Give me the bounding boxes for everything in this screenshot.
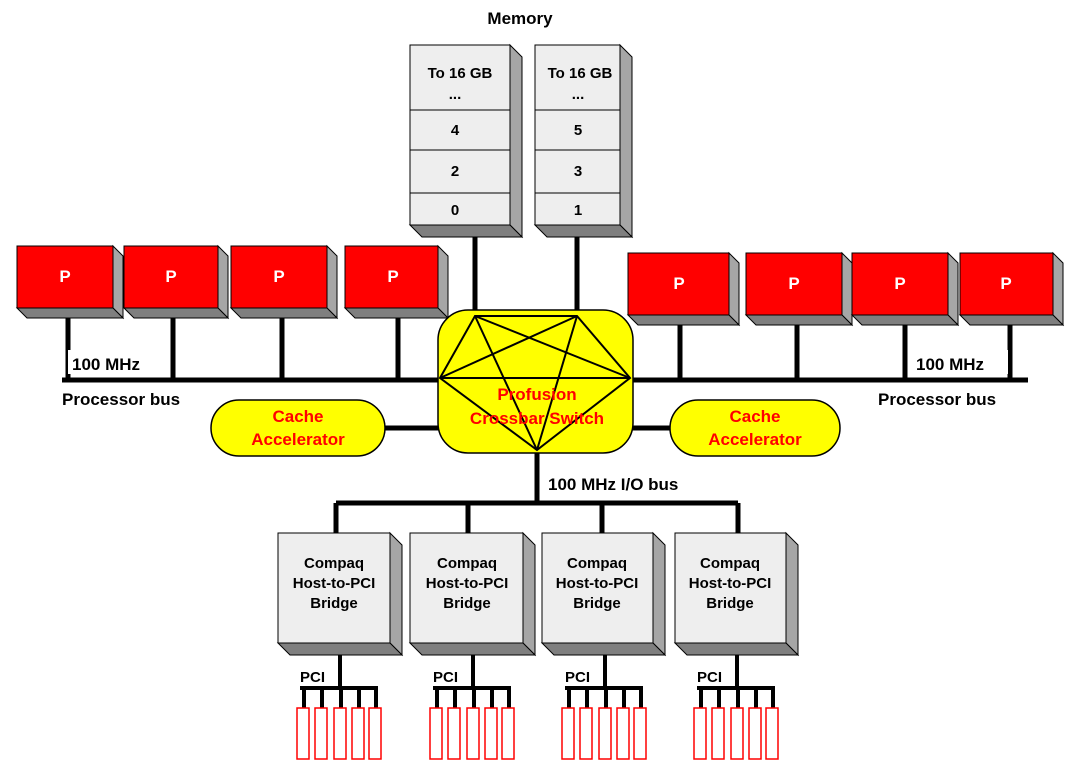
memory-bank-2-ellipsis: ... xyxy=(572,86,585,103)
io-bus-label: 100 MHz I/O bus xyxy=(548,475,678,494)
processor-5-label: P xyxy=(673,274,684,293)
crossbar-mesh xyxy=(438,315,632,452)
processor-3-label: P xyxy=(273,267,284,286)
bridge-2: Compaq Host-to-PCI Bridge xyxy=(408,531,537,657)
memory-cell-2: 2 xyxy=(451,163,459,180)
left-bus-speed: 100 MHz xyxy=(72,355,140,374)
pci-label-1: PCI xyxy=(300,669,325,686)
processor-2: P xyxy=(122,244,230,320)
pci-bus-2: PCI xyxy=(429,655,515,760)
processor-1: P xyxy=(15,244,125,320)
processor-2-label: P xyxy=(165,267,176,286)
memory-bank-1: To 16 GB ... 4 2 0 xyxy=(408,43,524,239)
pci-label-3: PCI xyxy=(565,669,590,686)
cache-right-line2: Accelerator xyxy=(708,430,802,449)
pci-label-2: PCI xyxy=(433,669,458,686)
left-bus-name: Processor bus xyxy=(62,390,180,409)
bridge-3-line2: Host-to-PCI xyxy=(556,575,639,592)
bridge-4-line3: Bridge xyxy=(706,595,754,612)
processor-7: P xyxy=(850,251,960,327)
left-bus-speed-label: 100 MHz xyxy=(68,350,164,374)
processor-4: P xyxy=(343,244,450,320)
processor-7-label: P xyxy=(894,274,905,293)
cache-accelerator-right: Cache Accelerator xyxy=(669,399,841,457)
pci-slots-3 xyxy=(561,707,647,760)
pci-bus-4: PCI xyxy=(693,655,779,760)
pci-label-4: PCI xyxy=(697,669,722,686)
memory-cell-3: 3 xyxy=(574,163,582,180)
pci-bus-1: PCI xyxy=(296,655,382,760)
pci-slots-4 xyxy=(693,707,779,760)
bridge-1-line1: Compaq xyxy=(304,555,364,572)
bridge-4: Compaq Host-to-PCI Bridge xyxy=(673,531,800,657)
cache-left-line2: Accelerator xyxy=(251,430,345,449)
bridge-3-line3: Bridge xyxy=(573,595,621,612)
processor-6: P xyxy=(744,251,854,327)
memory-bank-2: To 16 GB ... 5 3 1 xyxy=(533,43,634,239)
bridge-3-line1: Compaq xyxy=(567,555,627,572)
processor-8: P xyxy=(958,251,1065,327)
processor-4-label: P xyxy=(387,267,398,286)
cache-right-line1: Cache xyxy=(729,407,780,426)
processor-1-label: P xyxy=(59,267,70,286)
processor-6-label: P xyxy=(788,274,799,293)
memory-bank-1-ellipsis: ... xyxy=(449,86,462,103)
processor-8-label: P xyxy=(1000,274,1011,293)
bridge-2-line1: Compaq xyxy=(437,555,497,572)
crossbar-switch: Profusion Crossbar Switch xyxy=(437,309,634,454)
pci-slots-2 xyxy=(429,707,515,760)
bridge-4-line2: Host-to-PCI xyxy=(689,575,772,592)
bridge-4-line1: Compaq xyxy=(700,555,760,572)
right-bus-speed: 100 MHz xyxy=(916,355,984,374)
bridge-1-line2: Host-to-PCI xyxy=(293,575,376,592)
memory-title: Memory xyxy=(487,9,553,28)
switch-line2: Crossbar Switch xyxy=(470,409,604,428)
processor-3: P xyxy=(229,244,339,320)
cache-accelerator-left: Cache Accelerator xyxy=(210,399,386,457)
memory-cell-1: 1 xyxy=(574,202,582,219)
pci-slots-1 xyxy=(296,707,382,760)
bridge-1-line3: Bridge xyxy=(310,595,358,612)
memory-cell-5: 5 xyxy=(574,122,582,139)
memory-cell-0: 0 xyxy=(451,202,459,219)
processor-5: P xyxy=(626,251,741,327)
switch-line1: Profusion xyxy=(497,385,576,404)
memory-bank-2-header: To 16 GB xyxy=(548,65,613,82)
bridge-1: Compaq Host-to-PCI Bridge xyxy=(276,531,404,657)
bridge-2-line2: Host-to-PCI xyxy=(426,575,509,592)
bridge-2-line3: Bridge xyxy=(443,595,491,612)
cache-left-line1: Cache xyxy=(272,407,323,426)
pci-bus-3: PCI xyxy=(561,655,647,760)
memory-cell-4: 4 xyxy=(451,122,460,139)
bridge-3: Compaq Host-to-PCI Bridge xyxy=(540,531,667,657)
right-bus-name: Processor bus xyxy=(878,390,996,409)
memory-bank-1-header: To 16 GB xyxy=(428,65,493,82)
right-bus-speed-label: 100 MHz xyxy=(912,350,1008,374)
